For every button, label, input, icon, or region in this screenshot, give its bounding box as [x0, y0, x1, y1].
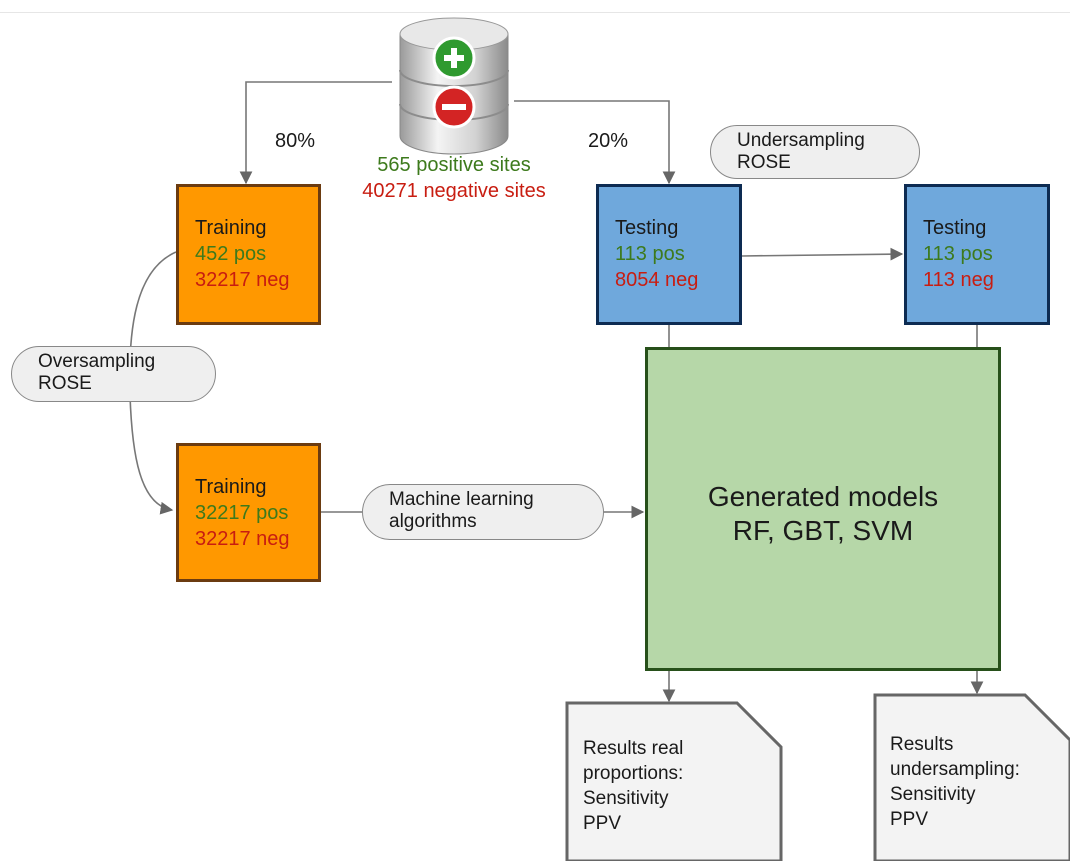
testing-pos-count: 113 pos: [615, 243, 685, 265]
testing-title: Testing: [615, 217, 679, 239]
results-real-line4: PPV: [583, 813, 622, 834]
training-title: Training: [195, 476, 267, 498]
models-title: Generated models: [707, 481, 939, 512]
training-neg-count: 32217 neg: [195, 269, 290, 291]
results-under-line4: PPV: [890, 809, 929, 830]
machine-learning-label: Machine learning algorithms: [362, 484, 604, 540]
undersampling-line2: ROSE: [737, 152, 791, 173]
training-box-original: Training 452 pos 32217 neg: [176, 184, 321, 325]
ml-line1: Machine learning: [389, 489, 534, 510]
arrow-db-to-training: [239, 81, 392, 185]
database-counts: 565 positive sites 40271 negative sites: [330, 152, 578, 204]
results-real-line3: Sensitivity: [583, 788, 669, 809]
ml-line2: algorithms: [389, 511, 477, 532]
plus-circle-icon: [432, 36, 476, 80]
testing-box-original: Testing 113 pos 8054 neg: [596, 184, 742, 325]
testing-box-undersampled: Testing 113 pos 113 neg: [904, 184, 1050, 325]
results-under-line2: undersampling:: [890, 759, 1020, 780]
undersampling-line1: Undersampling: [737, 130, 865, 151]
results-under-line3: Sensitivity: [890, 784, 976, 805]
testing-neg-count: 8054 neg: [615, 269, 699, 291]
training-neg-count: 32217 neg: [195, 528, 290, 550]
training-pos-count: 32217 pos: [195, 502, 289, 524]
generated-models-box: Generated models RF, GBT, SVM: [645, 347, 1001, 671]
negative-sites-label: 40271 negative sites: [362, 180, 546, 202]
undersampling-rose-label: Undersampling ROSE: [710, 125, 920, 179]
results-real-line1: Results real: [583, 738, 684, 759]
minus-circle-icon: [432, 85, 476, 129]
results-undersampling-document: [873, 693, 1070, 861]
results-under-line1: Results: [890, 734, 954, 755]
results-real-line2: proportions:: [583, 763, 684, 784]
arrow-db-to-testing: [514, 100, 676, 185]
top-divider: [0, 12, 1070, 13]
oversampling-rose-label: Oversampling ROSE: [11, 346, 216, 402]
arrow-testing-to-undersampled: [741, 247, 904, 261]
training-box-oversampled: Training 32217 pos 32217 neg: [176, 443, 321, 582]
results-real-text: Results real proportions: Sensitivity PP…: [583, 736, 683, 836]
models-list: RF, GBT, SVM: [732, 515, 914, 546]
testing-neg-count: 113 neg: [923, 269, 994, 291]
train-split-label: 80%: [275, 130, 316, 152]
oversampling-line1: Oversampling: [38, 351, 156, 372]
oversampling-line2: ROSE: [38, 373, 92, 394]
training-pos-count: 452 pos: [195, 243, 267, 265]
testing-title: Testing: [923, 217, 987, 239]
testing-pos-count: 113 pos: [923, 243, 993, 265]
training-title: Training: [195, 217, 267, 239]
database-icon: [399, 17, 509, 155]
positive-sites-label: 565 positive sites: [377, 154, 531, 176]
test-split-label: 20%: [588, 130, 629, 152]
results-real-document: [565, 701, 783, 861]
results-undersampling-text: Results undersampling: Sensitivity PPV: [890, 732, 1020, 832]
